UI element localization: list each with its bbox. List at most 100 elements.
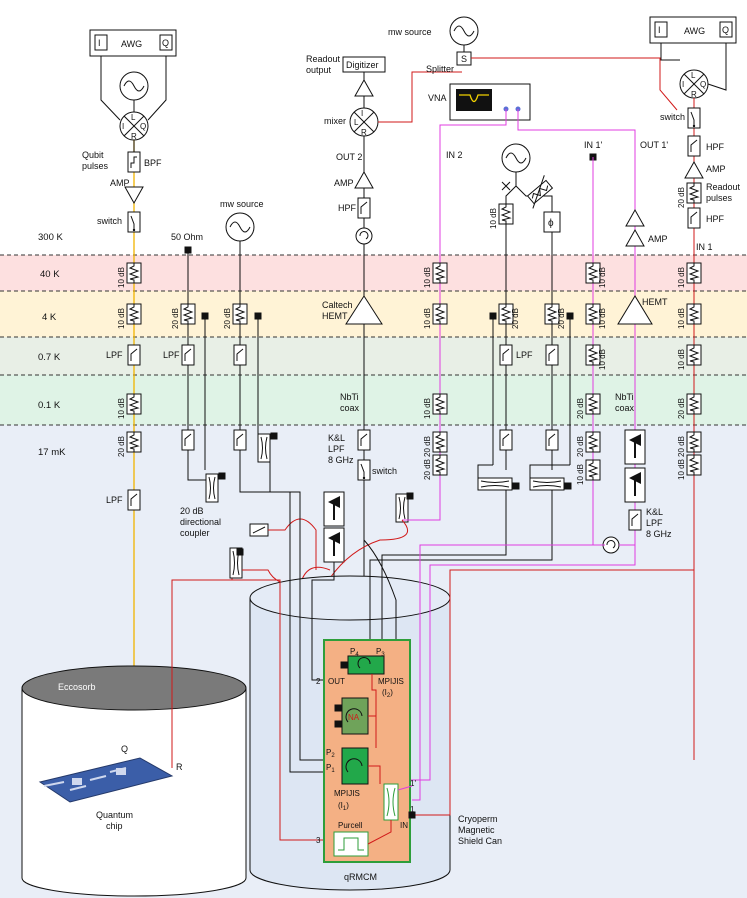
band-40K: [0, 255, 747, 291]
svg-text:10 dB: 10 dB: [576, 464, 585, 485]
svg-text:I: I: [682, 80, 684, 89]
svg-text:AMP: AMP: [334, 178, 354, 188]
svg-text:20 dB: 20 dB: [423, 459, 432, 480]
temp-07K: 0.7 K: [38, 352, 61, 363]
temp-300K: 300 K: [38, 232, 63, 243]
readout-output-chain: Readout output Digitizer I L R mixer OUT…: [306, 54, 462, 800]
readout-drive-chain: I AWG Q L I Q R switch HPF AMP 20 dB Rea…: [649, 16, 741, 760]
quantum-chip: [38, 757, 174, 803]
svg-text:10 dB: 10 dB: [423, 267, 432, 288]
svg-text:HPF: HPF: [706, 214, 725, 224]
svg-text:3: 3: [316, 836, 321, 845]
svg-text:coax: coax: [615, 403, 635, 413]
svg-text:OUT 2: OUT 2: [336, 152, 362, 162]
svg-text:10 dB: 10 dB: [117, 267, 126, 288]
circulator-in1p-icon: [602, 536, 620, 554]
svg-text:LPF: LPF: [516, 350, 533, 360]
svg-text:10 dB: 10 dB: [677, 349, 686, 370]
svg-text:IN: IN: [400, 821, 408, 830]
svg-text:MPIJIS: MPIJIS: [378, 677, 404, 686]
svg-text:(I2): (I2): [382, 688, 393, 699]
svg-text:LPF: LPF: [328, 444, 345, 454]
svg-text:MPIJIS: MPIJIS: [334, 789, 360, 798]
svg-text:OUT: OUT: [328, 677, 345, 686]
svg-text:S: S: [461, 54, 467, 64]
svg-text:pulses: pulses: [82, 161, 109, 171]
svg-text:10 dB: 10 dB: [423, 308, 432, 329]
mpijis-2: [347, 655, 385, 675]
svg-text:coax: coax: [340, 403, 360, 413]
in2-chain: 10 dB 10 dB 10 dB 20 dB 20 dB: [423, 262, 448, 480]
svg-text:LPF: LPF: [106, 495, 123, 505]
svg-text:R: R: [131, 132, 137, 141]
svg-text:20 dB: 20 dB: [180, 506, 204, 516]
svg-text:Q: Q: [121, 744, 128, 754]
svg-text:OUT 1': OUT 1': [640, 140, 668, 150]
purcell-filter: [333, 831, 369, 857]
svg-text:20 dB: 20 dB: [677, 187, 686, 208]
svg-text:Magnetic: Magnetic: [458, 825, 495, 835]
temp-40K: 40 K: [40, 269, 60, 280]
svg-text:10 dB: 10 dB: [677, 308, 686, 329]
svg-text:2: 2: [316, 677, 321, 686]
svg-text:HEMT: HEMT: [322, 311, 348, 321]
svg-text:R: R: [361, 128, 367, 137]
svg-text:1: 1: [410, 805, 415, 814]
svg-text:ϕ: ϕ: [548, 218, 554, 229]
svg-text:20 dB: 20 dB: [677, 436, 686, 457]
svg-text:Eccosorb: Eccosorb: [58, 682, 96, 692]
svg-text:AWG: AWG: [684, 26, 705, 36]
svg-text:IN 1: IN 1: [696, 242, 713, 252]
svg-text:10 dB: 10 dB: [117, 398, 126, 419]
svg-text:LPF: LPF: [106, 350, 123, 360]
svg-text:pulses: pulses: [706, 193, 733, 203]
svg-text:P4: P4: [350, 647, 359, 658]
directional-coupler-left: [205, 473, 219, 503]
svg-text:Caltech: Caltech: [322, 300, 353, 310]
circulator-readout-icon: [355, 227, 373, 245]
svg-text:switch: switch: [97, 216, 122, 226]
svg-text:I: I: [122, 122, 124, 131]
svg-text:I: I: [658, 25, 661, 35]
svg-text:AMP: AMP: [110, 178, 130, 188]
svg-text:Splitter: Splitter: [426, 64, 454, 74]
svg-text:IN 2: IN 2: [446, 150, 463, 160]
svg-text:Readout: Readout: [306, 54, 341, 64]
svg-text:10 dB: 10 dB: [598, 349, 607, 370]
svg-text:mw source: mw source: [388, 27, 432, 37]
svg-text:switch: switch: [372, 466, 397, 476]
band-07K: [0, 337, 747, 375]
svg-text:Q: Q: [140, 122, 146, 131]
svg-text:50 Ohm: 50 Ohm: [171, 232, 203, 242]
band-01K: [0, 375, 747, 425]
svg-text:Q: Q: [700, 80, 706, 89]
svg-text:P1: P1: [326, 763, 335, 774]
svg-text:AWG: AWG: [121, 39, 142, 49]
svg-text:20 dB: 20 dB: [223, 308, 232, 329]
svg-text:switch: switch: [660, 112, 685, 122]
svg-text:Shield Can: Shield Can: [458, 836, 502, 846]
svg-text:R: R: [176, 762, 183, 772]
svg-text:HPF: HPF: [706, 142, 725, 152]
svg-text:K&L: K&L: [646, 507, 663, 517]
svg-text:10 dB: 10 dB: [677, 267, 686, 288]
na-block: [341, 697, 369, 735]
svg-text:LPF: LPF: [163, 350, 180, 360]
svg-text:I: I: [98, 38, 101, 48]
pump-lines-left: 50 Ohm 20 dB LPF 20 dB directional coupl…: [163, 199, 278, 538]
svg-text:20 dB: 20 dB: [511, 308, 520, 329]
svg-text:8 GHz: 8 GHz: [328, 455, 354, 465]
svg-text:chip: chip: [106, 821, 123, 831]
svg-text:Q: Q: [162, 38, 169, 48]
svg-text:10 dB: 10 dB: [598, 267, 607, 288]
svg-text:20 dB: 20 dB: [423, 436, 432, 457]
svg-text:Purcell: Purcell: [338, 821, 363, 830]
qubit-drive-chain: I AWG Q L I Q R Qubit pulses BPF AMP swi…: [82, 29, 177, 880]
svg-text:P2: P2: [326, 748, 335, 759]
svg-text:qRMCM: qRMCM: [344, 872, 377, 882]
svg-text:mixer: mixer: [324, 116, 346, 126]
svg-text:20 dB: 20 dB: [557, 308, 566, 329]
splitter-group: mw source S Splitter: [388, 16, 678, 111]
svg-text:P3: P3: [376, 647, 385, 658]
